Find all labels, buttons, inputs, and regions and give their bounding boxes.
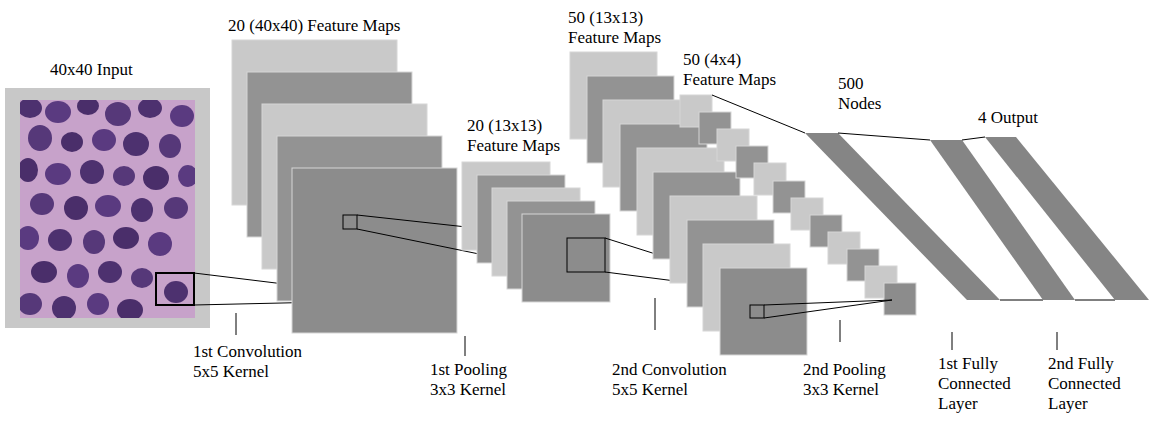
operation-label: 1st Pooling 3x3 Kernel — [430, 360, 525, 400]
fully-connected-bands — [712, 95, 1149, 300]
receptive-field — [750, 300, 892, 318]
operation-label: 1st Fully Connected Layer — [938, 354, 1018, 414]
layer-label: 40x40 Input — [50, 60, 133, 80]
layer-label: 20 (40x40) Feature Maps — [228, 16, 400, 36]
layer-label: 50 (13x13) Feature Maps — [568, 8, 668, 48]
layer-label: 4 Output — [978, 108, 1038, 128]
input-image — [5, 88, 210, 328]
layer-label: 20 (13x13) Feature Maps — [467, 116, 567, 156]
operation-label: 2nd Pooling 3x3 Kernel — [803, 360, 903, 400]
operation-label: 1st Convolution 5x5 Kernel — [193, 342, 318, 382]
operation-label: 2nd Convolution 5x5 Kernel — [612, 360, 742, 400]
conv2-feature-maps — [570, 52, 807, 355]
layer-label: 50 (4x4) Feature Maps — [683, 50, 783, 90]
layer-label: 500 Nodes — [838, 74, 890, 114]
conv1-feature-maps — [232, 40, 457, 333]
operation-label: 2nd Fully Connected Layer — [1048, 354, 1128, 414]
leader-lines — [236, 298, 1057, 356]
pool1-feature-maps — [462, 162, 610, 302]
